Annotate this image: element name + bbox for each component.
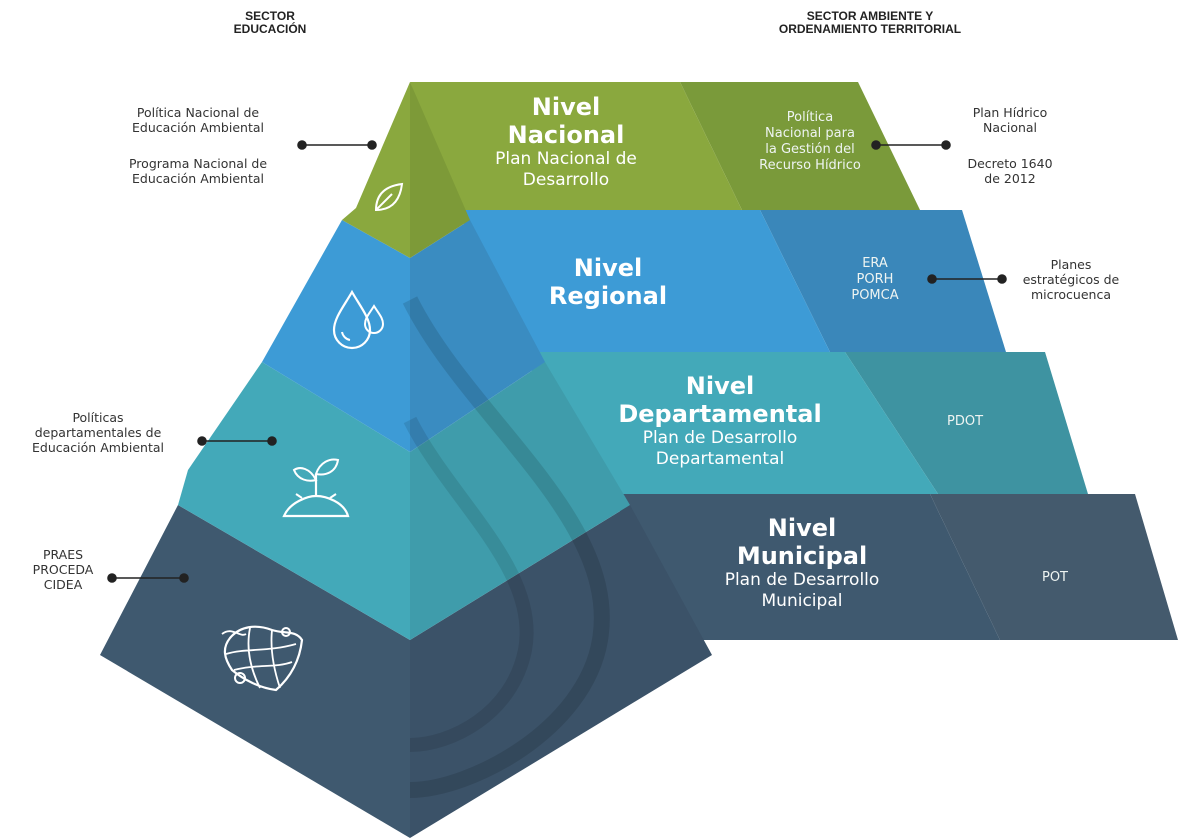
header-sector-ambiente: SECTOR AMBIENTE Y ORDENAMIENTO TERRITORI… bbox=[778, 9, 962, 36]
pyramid-left-departamental bbox=[178, 362, 410, 640]
level-nacional-title-1: Nivel bbox=[531, 93, 601, 121]
pyramid-right-nacional bbox=[410, 82, 470, 258]
side-departamental: PDOT bbox=[946, 414, 984, 429]
side-regional: ERA PORH POMCA bbox=[851, 256, 899, 303]
band-regional bbox=[458, 210, 830, 352]
level-nacional-subtitle: Plan Nacional de Desarrollo bbox=[495, 149, 637, 190]
note-politica-nacional-ea: Política Nacional de Educación Ambiental bbox=[132, 105, 264, 135]
note-programa-nacional-ea: Programa Nacional de Educación Ambiental bbox=[128, 156, 268, 186]
level-municipal-title-2: Municipal bbox=[736, 542, 868, 570]
level-municipal-title-1: Nivel bbox=[767, 514, 837, 542]
level-regional-title-1: Nivel bbox=[573, 254, 643, 282]
band-nacional bbox=[410, 82, 742, 210]
pyramid-right-departamental bbox=[410, 362, 630, 640]
side-municipal: POT bbox=[1041, 570, 1068, 585]
header-sector-educacion: SECTOR EDUCACIÓN bbox=[233, 9, 307, 36]
leaf-icon bbox=[374, 182, 404, 212]
band-municipal bbox=[610, 494, 1000, 640]
drop-watermark bbox=[402, 296, 610, 798]
level-departamental-title-1: Nivel bbox=[685, 372, 755, 400]
pyramid-right-regional bbox=[410, 220, 545, 452]
sprout-icon bbox=[282, 458, 350, 518]
pyramid-left-nacional bbox=[342, 82, 410, 258]
side-nacional: Política Nacional para la Gestión del Re… bbox=[759, 110, 861, 173]
band-departamental bbox=[520, 352, 938, 494]
territory-map-icon bbox=[221, 625, 304, 692]
level-municipal: Nivel Municipal Plan de Desarrollo Munic… bbox=[682, 514, 922, 612]
pyramid-left-municipal bbox=[100, 505, 410, 838]
water-drops-icon bbox=[332, 289, 385, 350]
band-nacional-side bbox=[680, 82, 920, 210]
note-planes-microcuenca: Planes estratégicos de microcuenca bbox=[1022, 257, 1120, 302]
level-departamental: Nivel Departamental Plan de Desarrollo D… bbox=[590, 372, 850, 470]
level-nacional: Nivel Nacional Plan Nacional de Desarrol… bbox=[446, 93, 686, 191]
note-politicas-departamentales: Políticas departamentales de Educación A… bbox=[32, 410, 164, 455]
level-regional: Nivel Regional bbox=[488, 254, 728, 310]
pyramid-right-municipal bbox=[410, 505, 712, 838]
note-decreto-1640: Decreto 1640 de 2012 bbox=[967, 156, 1053, 186]
note-praes-proceda-cidea: PRAES PROCEDA CIDEA bbox=[32, 547, 94, 592]
band-municipal-side bbox=[930, 494, 1178, 640]
level-regional-title-2: Regional bbox=[548, 282, 668, 310]
note-plan-hidrico-nacional: Plan Hídrico Nacional bbox=[972, 105, 1048, 135]
connectors bbox=[107, 140, 1007, 583]
level-nacional-title-2: Nacional bbox=[507, 121, 625, 149]
band-departamental-side bbox=[845, 352, 1088, 494]
level-municipal-subtitle: Plan de Desarrollo Municipal bbox=[724, 570, 880, 611]
level-departamental-subtitle: Plan de Desarrollo Departamental bbox=[642, 428, 798, 469]
level-departamental-title-2: Departamental bbox=[618, 400, 822, 428]
band-regional-side bbox=[760, 210, 1006, 352]
